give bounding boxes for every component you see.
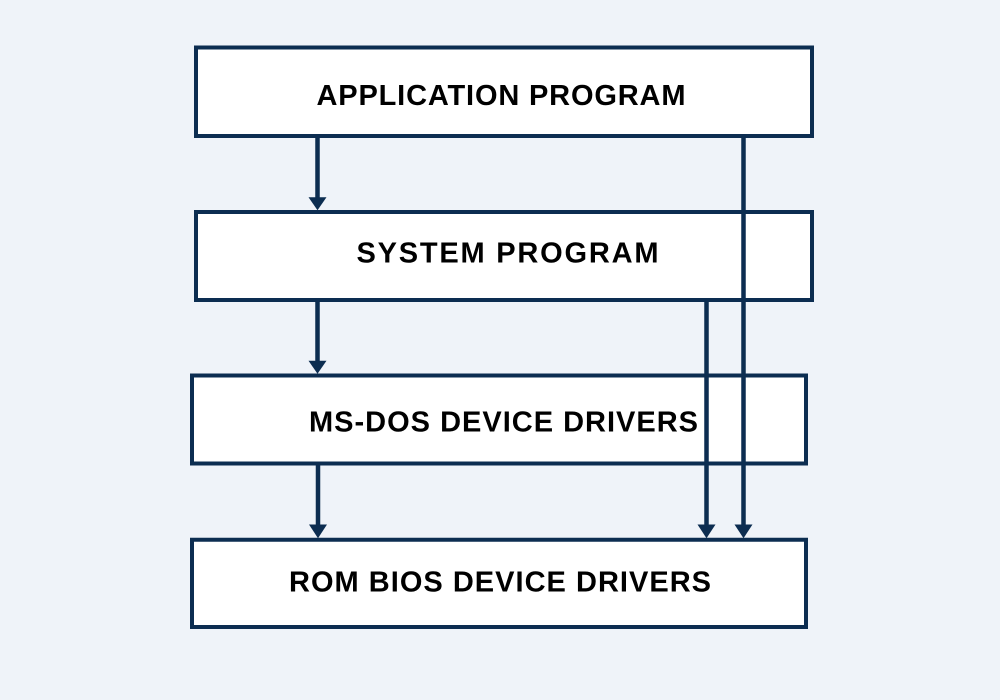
svg-text:MS-DOS DEVICE DRIVERS: MS-DOS DEVICE DRIVERS xyxy=(309,407,698,439)
svg-text:APPLICATION PROGRAM: APPLICATION PROGRAM xyxy=(317,80,686,112)
svg-text:SYSTEM PROGRAM: SYSTEM PROGRAM xyxy=(357,238,659,270)
svg-text:ROM BIOS DEVICE DRIVERS: ROM BIOS DEVICE DRIVERS xyxy=(289,567,711,599)
